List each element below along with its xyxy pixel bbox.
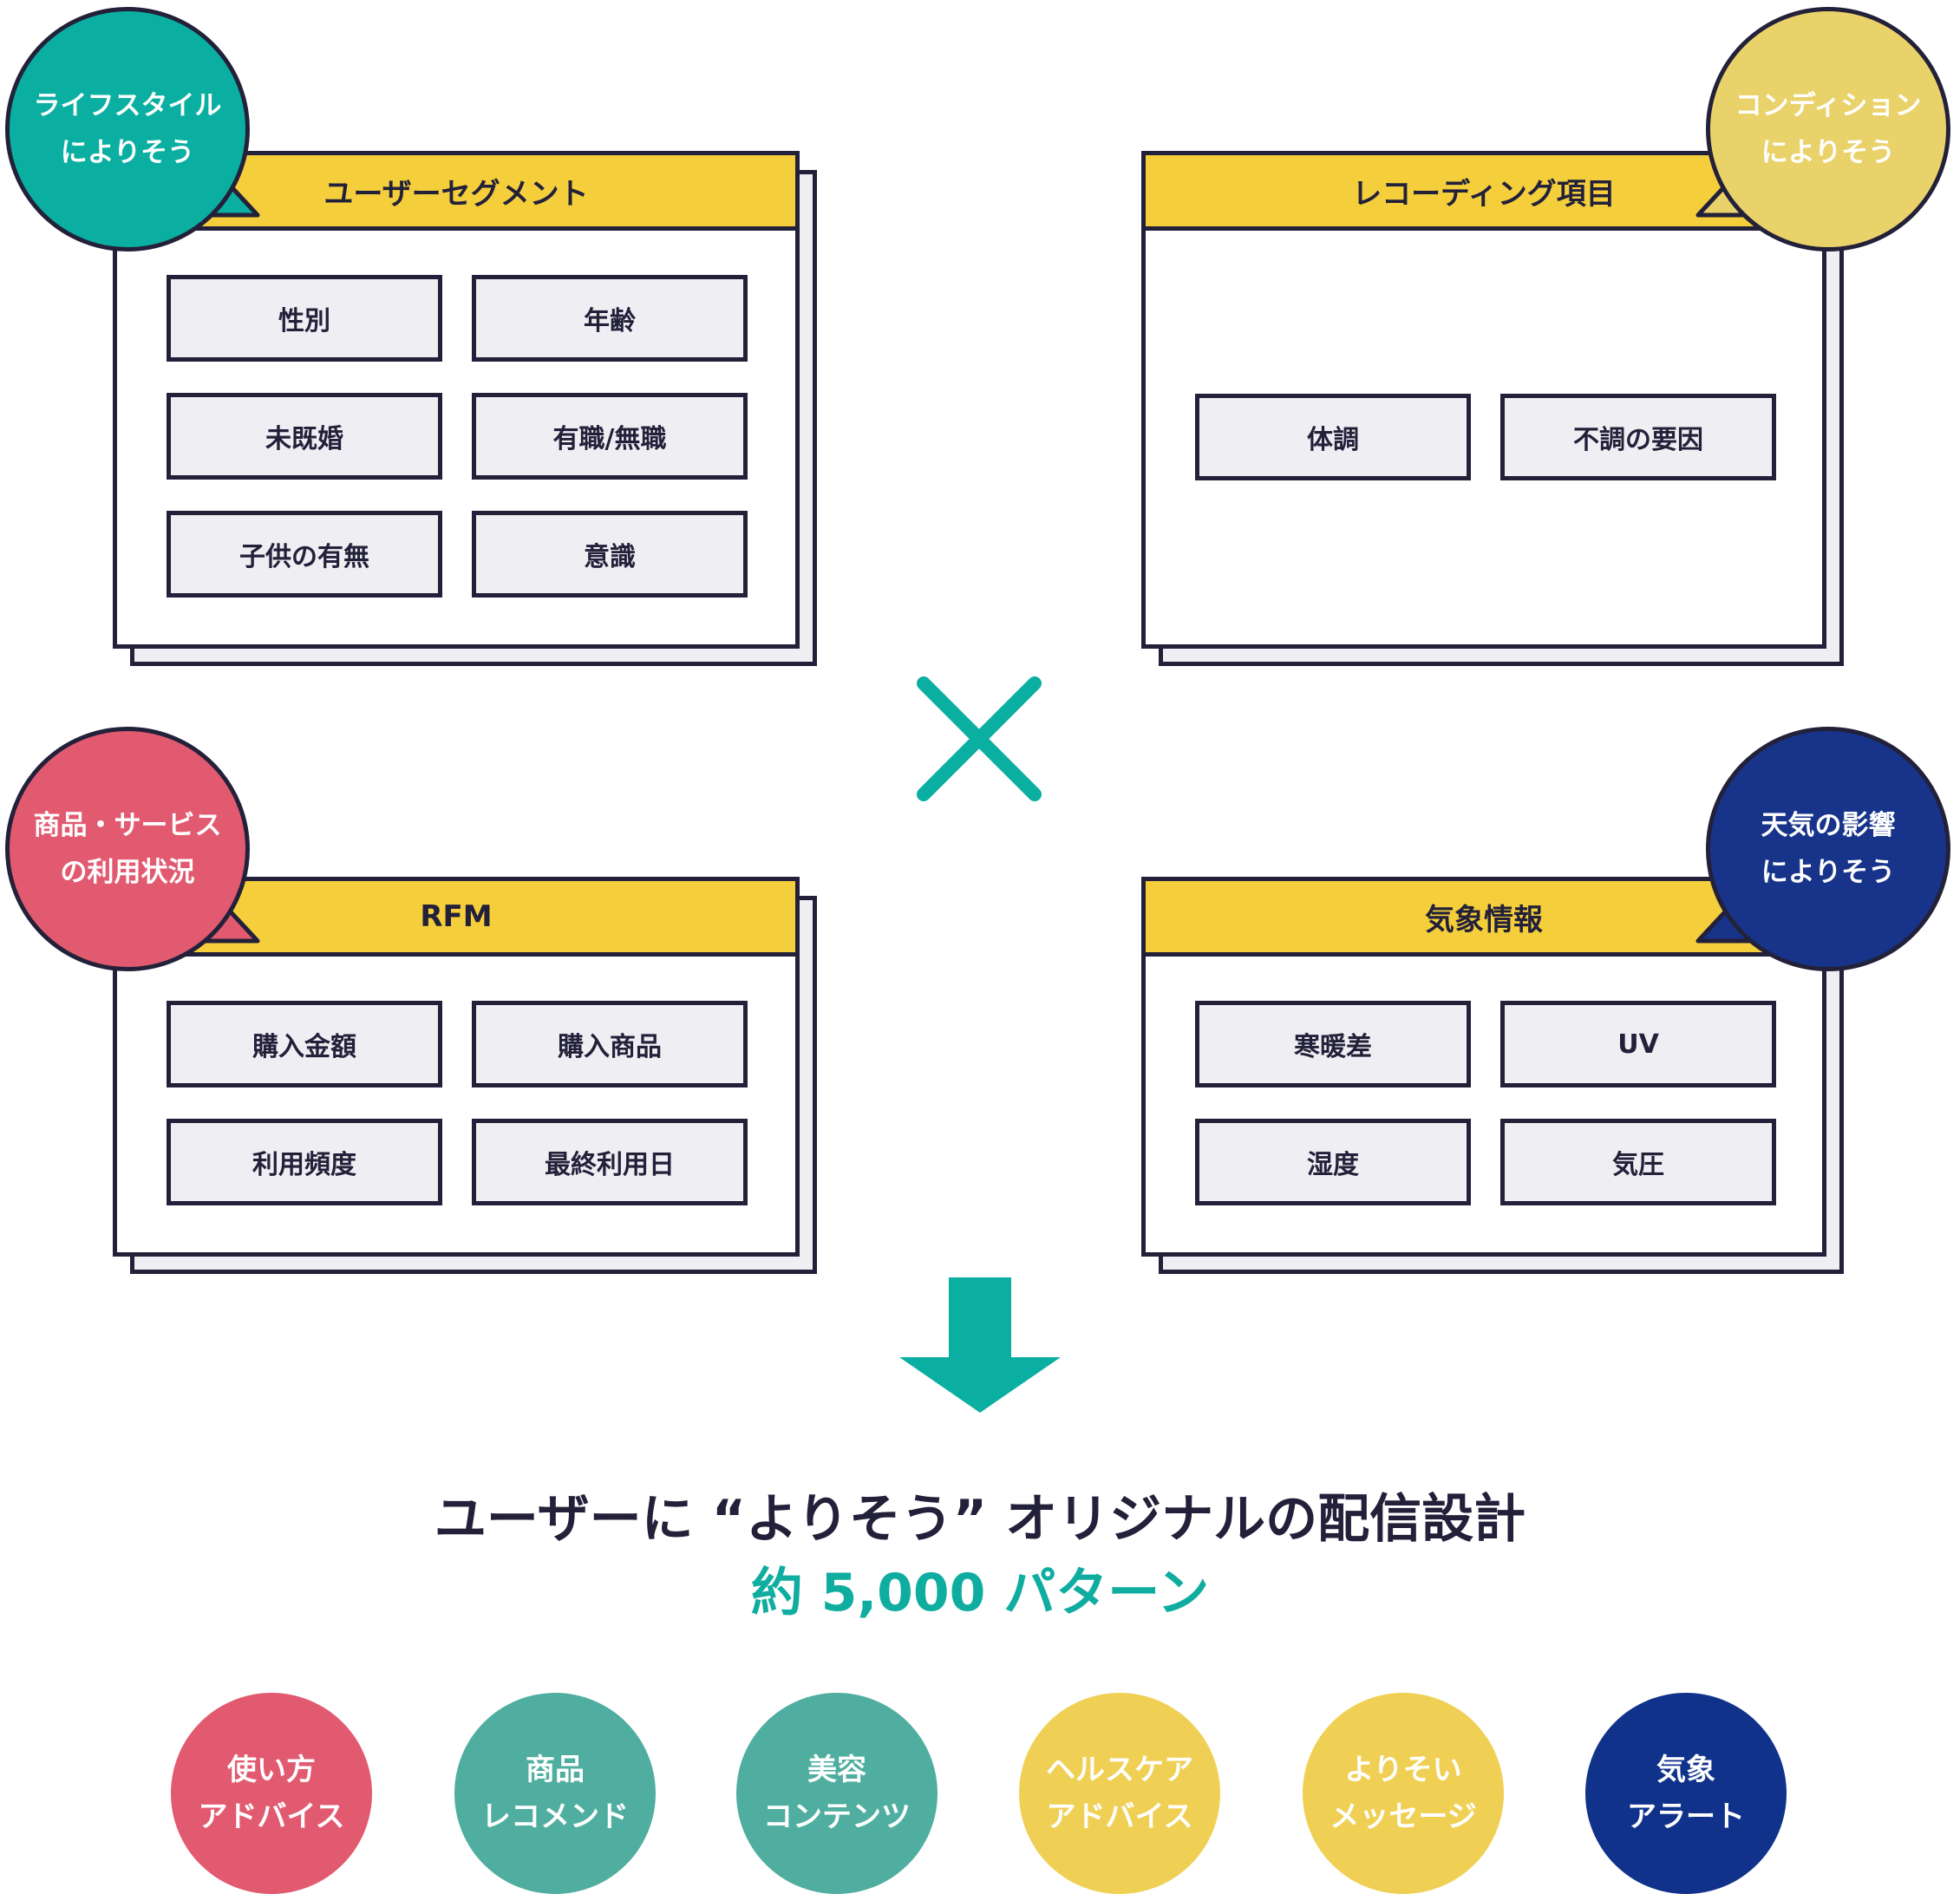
rfm-item-product: 購入商品	[472, 1001, 748, 1087]
down-arrow-icon	[899, 1277, 1061, 1413]
output-healthcare-advice: ヘルスケア アドバイス	[1019, 1693, 1220, 1894]
output-beauty-content: 美容 コンテンツ	[736, 1693, 938, 1894]
bubble-line: によりそう	[1761, 857, 1896, 888]
output-usage-advice: 使い方 アドバイス	[171, 1693, 372, 1894]
segment-item-employment: 有職/無職	[472, 393, 748, 480]
times-icon	[917, 676, 1042, 801]
bubble-line: ライフスタイル	[33, 90, 222, 121]
weather-bubble: 天気の影響 によりそう	[1706, 727, 1950, 971]
segment-item-gender: 性別	[167, 275, 442, 362]
usage-bubble: 商品・サービス の利用状況	[5, 727, 250, 971]
output-line: 気象	[1656, 1753, 1715, 1787]
result-title: ユーザーに “よりそう” オリジナルの配信設計	[434, 1489, 1526, 1550]
panel-title: レコーディング項目	[1146, 155, 1822, 231]
weather-item-pressure: 気圧	[1500, 1119, 1776, 1205]
segment-item-children: 子供の有無	[167, 511, 442, 598]
output-line: アドバイス	[1046, 1799, 1193, 1834]
output-line: アドバイス	[198, 1799, 345, 1834]
recording-item-cause: 不調の要因	[1500, 394, 1776, 480]
segment-item-age: 年齢	[472, 275, 748, 362]
bubble-line: によりそう	[60, 137, 195, 168]
panel-title: 気象情報	[1146, 881, 1822, 957]
output-weather-alert: 気象 アラート	[1585, 1693, 1787, 1894]
output-line: 美容	[807, 1753, 866, 1787]
rfm-item-frequency: 利用頻度	[167, 1119, 442, 1205]
weather-item-temp-diff: 寒暖差	[1195, 1001, 1471, 1087]
output-line: 使い方	[227, 1753, 316, 1787]
output-line: アラート	[1627, 1799, 1745, 1834]
weather-item-humidity: 湿度	[1195, 1119, 1471, 1205]
rfm-item-amount: 購入金額	[167, 1001, 442, 1087]
bubble-line: 天気の影響	[1761, 810, 1896, 841]
segment-item-awareness: 意識	[472, 511, 748, 598]
output-product-recommend: 商品 レコメンド	[454, 1693, 656, 1894]
segment-item-marital: 未既婚	[167, 393, 442, 480]
bubble-line: の利用状況	[60, 857, 195, 888]
bubble-line: によりそう	[1761, 137, 1896, 168]
output-line: ヘルスケア	[1046, 1753, 1193, 1787]
condition-bubble: コンディション によりそう	[1706, 7, 1950, 251]
weather-item-uv: UV	[1500, 1001, 1776, 1087]
rfm-item-last-use: 最終利用日	[472, 1119, 748, 1205]
output-line: メッセージ	[1330, 1799, 1477, 1834]
output-support-message: よりそい メッセージ	[1303, 1693, 1504, 1894]
recording-item-condition: 体調	[1195, 394, 1471, 480]
output-line: レコメンド	[481, 1799, 629, 1834]
output-line: よりそい	[1344, 1753, 1462, 1787]
bubble-line: 商品・サービス	[33, 810, 222, 841]
lifestyle-bubble: ライフスタイル によりそう	[5, 7, 250, 251]
user-segment-panel: ユーザーセグメント 性別 年齢 未既婚 有職/無職 子供の有無 意識	[113, 151, 800, 649]
output-line: 商品	[526, 1753, 585, 1787]
result-count: 約 5,000 パターン	[750, 1563, 1210, 1623]
output-line: コンテンツ	[763, 1799, 911, 1834]
recording-panel: レコーディング項目 体調 不調の要因	[1141, 151, 1826, 649]
bubble-line: コンディション	[1735, 90, 1922, 121]
